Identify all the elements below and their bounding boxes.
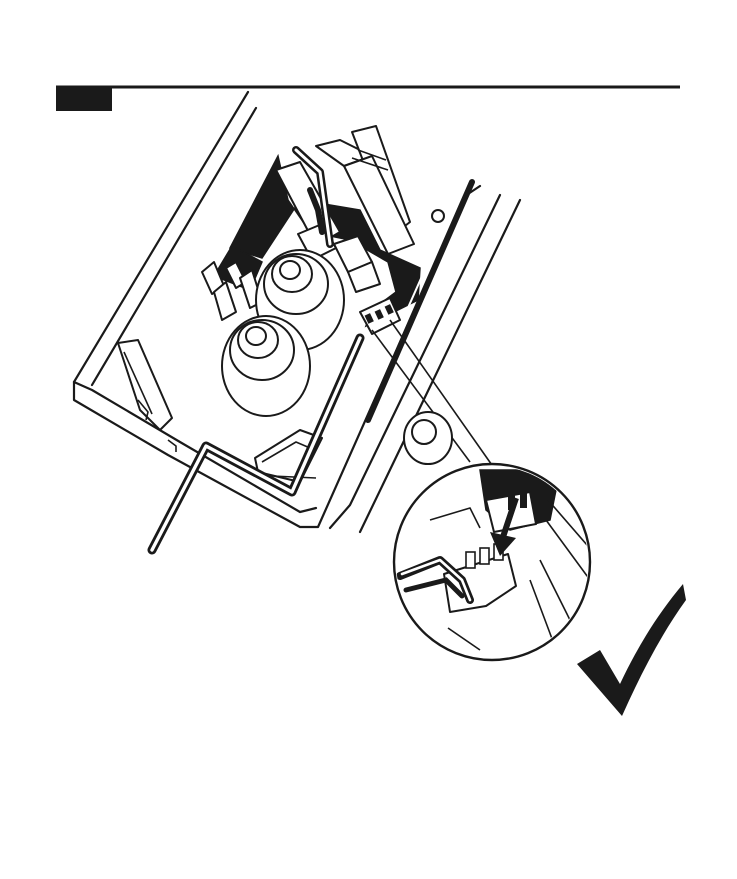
capacitor-lower [222, 316, 310, 416]
magnifier-callout [372, 320, 600, 660]
step-tab [56, 87, 112, 111]
checkmark-icon [577, 584, 686, 716]
step-header [56, 87, 680, 111]
